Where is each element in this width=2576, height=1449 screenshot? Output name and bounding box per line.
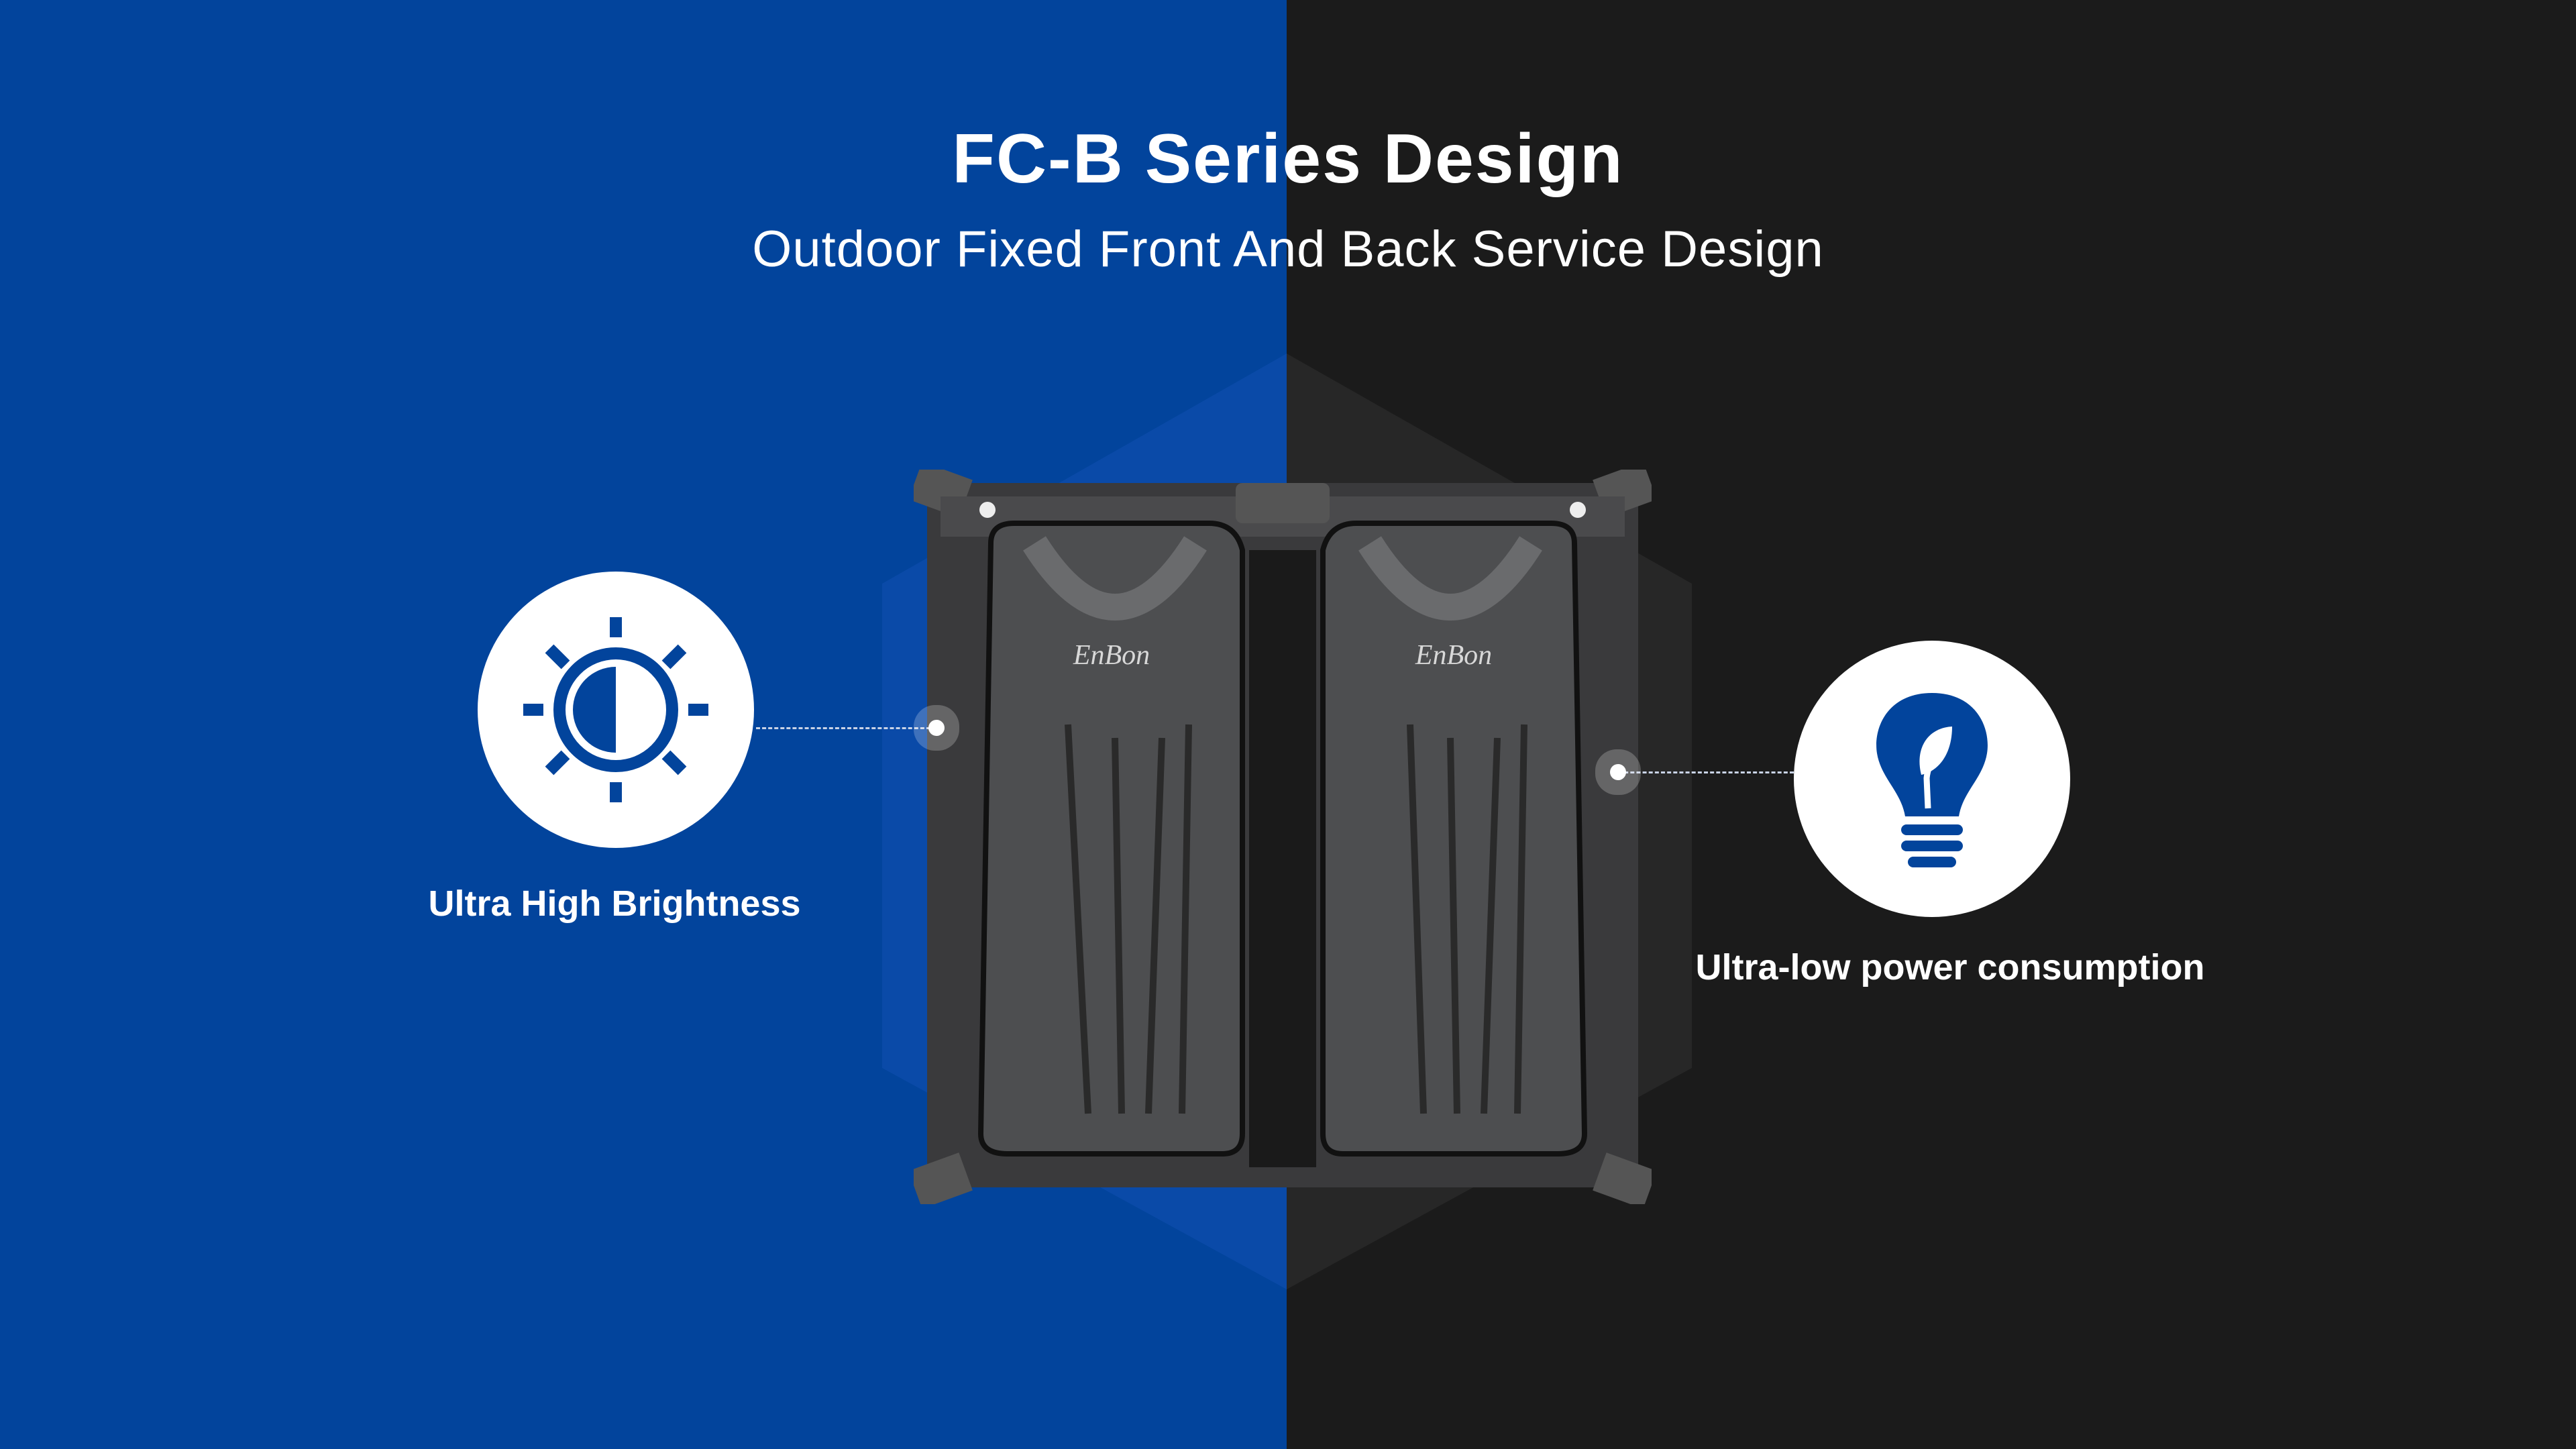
brightness-feature-circle xyxy=(478,572,754,848)
led-cabinet-image: EnBon EnBon xyxy=(914,470,1652,1204)
svg-text:EnBon: EnBon xyxy=(1073,640,1150,671)
connector-line-right xyxy=(1618,771,1794,773)
connector-line-left xyxy=(756,727,936,729)
leaf-lightbulb-icon xyxy=(1876,693,1988,867)
hotspot-power[interactable] xyxy=(1610,764,1626,780)
hotspot-brightness[interactable] xyxy=(928,720,945,736)
sun-brightness-icon xyxy=(523,617,708,802)
feature-label-power: Ultra-low power consumption xyxy=(1695,947,2205,987)
feature-label-brightness: Ultra High Brightness xyxy=(428,883,801,924)
page-subtitle: Outdoor Fixed Front And Back Service Des… xyxy=(752,221,1824,278)
svg-text:EnBon: EnBon xyxy=(1415,640,1492,671)
page-title: FC-B Series Design xyxy=(952,120,1624,198)
power-feature-circle xyxy=(1794,641,2070,917)
